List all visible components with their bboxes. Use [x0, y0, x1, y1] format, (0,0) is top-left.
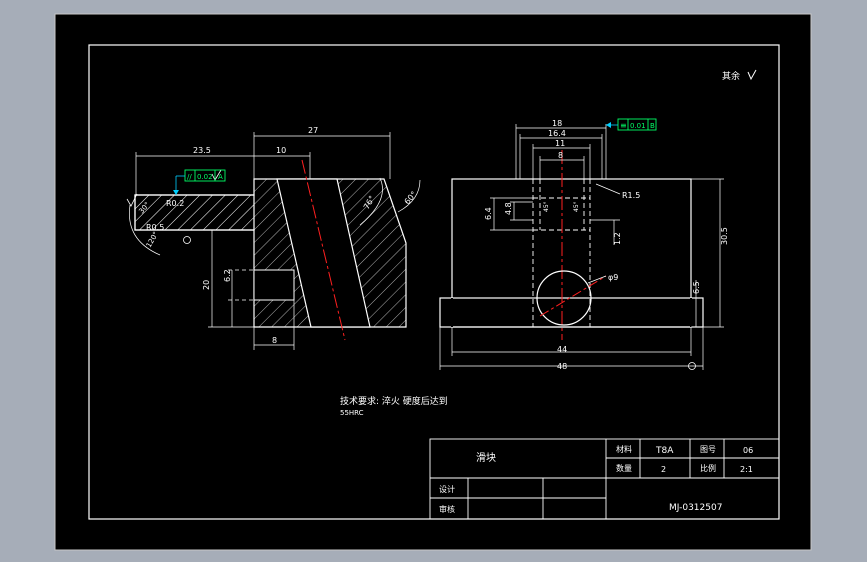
corner-note: 其余 [722, 70, 740, 82]
material-value: T8A [655, 446, 674, 456]
title-block [429, 438, 780, 520]
dim-23-5: 23.5 [193, 146, 211, 155]
parallel-symbol: // [187, 173, 192, 181]
drawing-no-value: 06 [743, 446, 753, 455]
radius-r0-5: R0.5 [146, 223, 164, 232]
dim-6-5: 6.5 [692, 281, 701, 294]
dim-16-4: 16.4 [548, 129, 566, 138]
dim-4-8: 4.8 [504, 202, 513, 215]
right-base-plate [439, 297, 704, 328]
dim-1-2: 1.2 [613, 232, 622, 245]
slanted-slot [276, 178, 371, 328]
symmetry-tolerance-frame: ≡ 0.01 B [606, 118, 657, 131]
dim-18: 18 [552, 119, 562, 128]
radius-r1-5: R1.5 [622, 191, 640, 200]
quantity-value: 2 [661, 465, 666, 474]
reviewer-label: 审核 [439, 504, 455, 514]
designer-label: 设计 [439, 484, 455, 494]
roughness-icon [747, 69, 757, 81]
left-view: 27 23.5 10 20 6.2 8 R0.2 R0.5 120° 76° 6… [126, 126, 421, 350]
right-view: 18 16.4 11 8 R1.5 6.4 4.8 1.2 30.5 6.5 φ… [439, 118, 729, 371]
hole-phi9 [536, 270, 592, 326]
drawing-sheet [54, 13, 812, 551]
tech-requirements-line1: 技术要求: 淬火 硬度后达到 [340, 395, 448, 407]
drawing-no-label: 图号 [700, 445, 716, 454]
scale-label: 比例 [700, 463, 716, 473]
symmetry-symbol: ≡ [620, 121, 627, 130]
dim-phi9: φ9 [608, 273, 618, 282]
chamfer-left: 45° [543, 201, 550, 212]
dim-30-5: 30.5 [720, 227, 729, 245]
dim-10: 10 [276, 146, 286, 155]
dim-6-4: 6.4 [484, 207, 493, 220]
slot-center-line [301, 159, 346, 341]
material-label: 材料 [616, 444, 632, 454]
parallel-tolerance-frame: // 0.02 A [173, 169, 226, 195]
dim-48: 48 [557, 362, 567, 371]
dim-27: 27 [308, 126, 318, 135]
parallel-datum: A [218, 173, 223, 181]
part-name: 滑块 [476, 452, 496, 464]
radius-r0-2: R0.2 [166, 199, 184, 208]
dim-20: 20 [202, 280, 211, 290]
left-tongue [134, 194, 255, 231]
dim-6-2: 6.2 [223, 269, 232, 282]
datum-marker-b [688, 362, 696, 370]
tech-requirements-line2: 55HRC [340, 409, 364, 417]
symmetry-value: 0.01 [630, 122, 646, 130]
datum-marker-a [183, 236, 191, 244]
bottom-pocket [253, 269, 295, 301]
drawing-code: MJ-0312507 [669, 503, 722, 513]
scale-value: 2:1 [740, 465, 753, 474]
chamfer-right: 45° [573, 201, 580, 212]
dim-11: 11 [555, 139, 565, 148]
dim-8: 8 [272, 336, 277, 345]
dim-44: 44 [557, 345, 567, 354]
symmetry-datum: B [650, 122, 655, 130]
roughness-icon-left-1 [126, 193, 138, 207]
parallel-value: 0.02 [197, 173, 213, 181]
quantity-label: 数量 [616, 463, 632, 473]
dim-8-right: 8 [558, 151, 563, 160]
